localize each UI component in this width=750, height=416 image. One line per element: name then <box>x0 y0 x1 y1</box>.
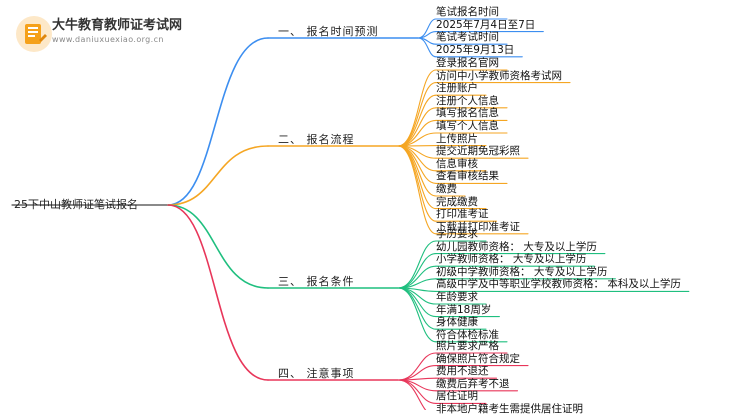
branch-label: 四、 注意事项 <box>278 365 355 381</box>
branch-connector <box>168 38 268 205</box>
leaf-connector <box>398 288 436 304</box>
leaf-connector <box>398 380 436 403</box>
leaf-node: 访问中小学教师资格考试网 <box>436 70 562 83</box>
leaf-connector <box>398 241 436 288</box>
leaf-node: 笔试考试时间 <box>436 31 499 44</box>
branch-label: 二、 报名流程 <box>278 131 355 147</box>
branch-connector <box>168 146 268 205</box>
leaf-node: 填写个人信息 <box>436 120 499 133</box>
branch-connector <box>168 205 268 380</box>
leaf-node: 注册账户 <box>436 82 478 95</box>
branch-connector <box>168 205 268 288</box>
leaf-node: 年龄要求 <box>436 291 478 304</box>
root-topic: 25下中山教师证笔试报名 <box>14 196 138 212</box>
leaf-node: 年满18周岁 <box>436 304 491 317</box>
leaf-node: 初级中学教师资格： 大专及以上学历 <box>436 266 607 279</box>
leaf-connector <box>398 254 436 288</box>
leaf-node: 2025年9月13日 <box>436 44 514 57</box>
leaf-node: 登录报名官网 <box>436 57 499 70</box>
leaf-node: 提交近期免冠彩照 <box>436 145 520 158</box>
leaf-node: 打印准考证 <box>436 208 489 221</box>
brand-url: www.daniuxuexiao.org.cn <box>52 35 164 44</box>
leaf-node: 居住证明 <box>436 390 478 403</box>
branch-label: 一、 报名时间预测 <box>278 23 379 39</box>
leaf-node: 笔试报名时间 <box>436 6 499 19</box>
leaf-node: 照片要求严格 <box>436 340 499 353</box>
book-logo-icon <box>14 14 54 54</box>
leaf-node: 完成缴费 <box>436 196 478 209</box>
leaf-node: 小学教师资格： 大专及以上学历 <box>436 253 586 266</box>
leaf-connector <box>398 146 436 196</box>
leaf-node: 2025年7月4日至7日 <box>436 19 535 32</box>
brand-title: 大牛教育教师证考试网 <box>52 14 182 33</box>
leaf-node: 身体健康 <box>436 316 478 329</box>
leaf-connector <box>398 146 436 234</box>
leaf-node: 查看审核结果 <box>436 170 499 183</box>
leaf-node: 信息审核 <box>436 158 478 171</box>
leaf-node: 缴费后弃考不退 <box>436 378 510 391</box>
leaf-node: 上传照片 <box>436 133 478 146</box>
leaf-node: 填写报名信息 <box>436 107 499 120</box>
leaf-node: 幼儿园教师资格： 大专及以上学历 <box>436 241 597 254</box>
leaf-node: 注册个人信息 <box>436 95 499 108</box>
leaf-node: 确保照片符合规定 <box>436 353 520 366</box>
leaf-node: 高级中学及中等职业学校教师资格： 本科及以上学历 <box>436 278 681 291</box>
leaf-node: 学历要求 <box>436 228 478 241</box>
leaf-node: 费用不退还 <box>436 365 489 378</box>
branch-label: 三、 报名条件 <box>278 273 355 289</box>
leaf-connector <box>398 266 436 288</box>
leaf-node: 缴费 <box>436 183 457 196</box>
